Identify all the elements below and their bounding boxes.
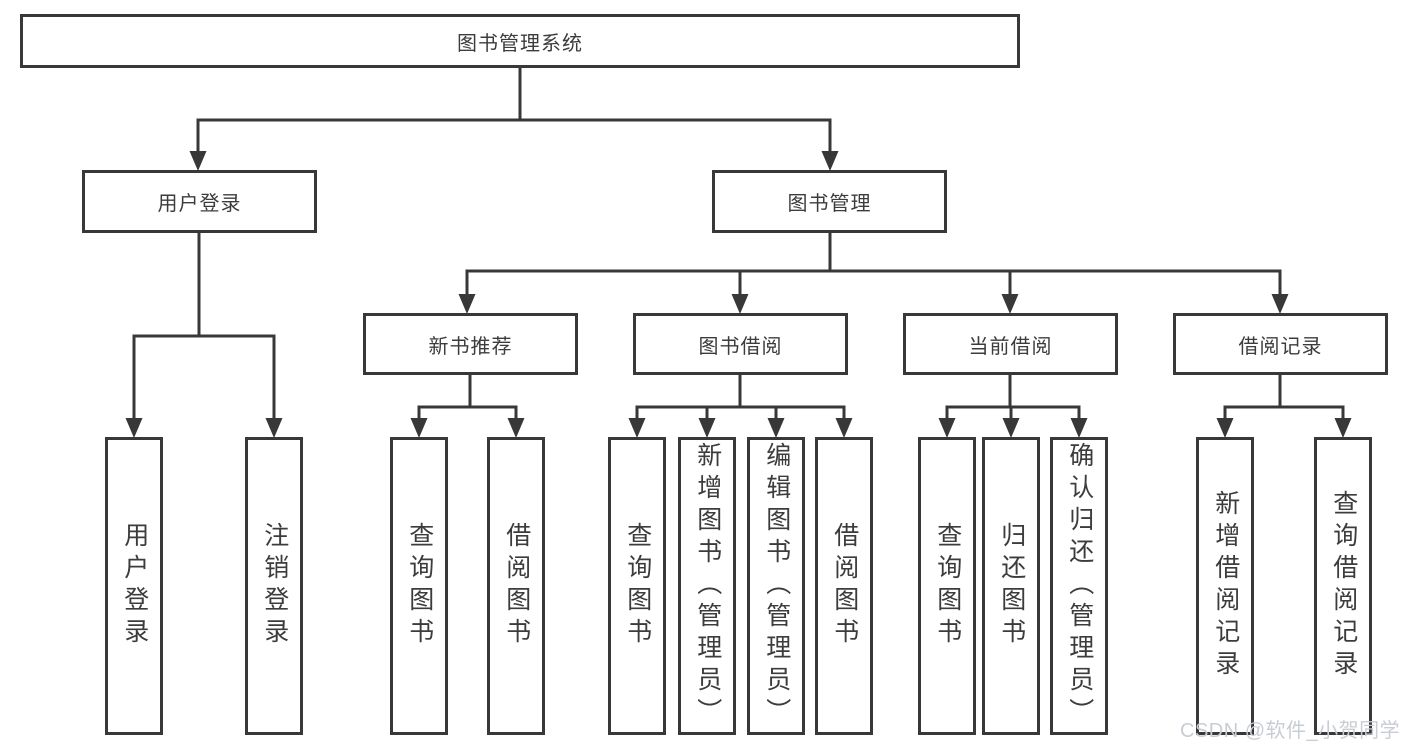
leaf-return-book: 归还图书 — [982, 437, 1040, 735]
leaf-return-book-label: 归还图书 — [997, 522, 1026, 650]
arrowheads-user-login-leaves — [125, 418, 283, 438]
leaf-logout-label: 注销登录 — [260, 522, 289, 650]
connector-book-management-branch — [465, 233, 1282, 296]
connector-user-login-branch — [132, 233, 276, 420]
leaf-search-book-borrow-label: 查询图书 — [623, 522, 652, 650]
arrowheads-current-borrow — [938, 418, 1088, 438]
leaf-edit-book-admin: 编辑图书（管理员） — [747, 437, 805, 735]
arrowheads-book-borrow — [628, 418, 853, 438]
connector-current-borrow-branch — [945, 375, 1081, 420]
node-user-login: 用户登录 — [82, 170, 317, 233]
leaf-add-borrow-record-label: 新增借阅记录 — [1211, 490, 1240, 682]
connector-borrow-record-branch — [1223, 375, 1345, 420]
leaf-search-borrow-record: 查询借阅记录 — [1314, 437, 1372, 735]
node-current-borrow: 当前借阅 — [903, 313, 1118, 375]
connector-root-to-level2 — [196, 68, 832, 153]
arrowheads-borrow-record — [1216, 418, 1352, 438]
arrowheads-level3 — [458, 294, 1289, 314]
arrowheads-new-book-recommend — [410, 418, 525, 438]
leaf-add-book-admin: 新增图书（管理员） — [678, 437, 736, 735]
node-book-borrow: 图书借阅 — [633, 313, 848, 375]
leaf-user-login-label: 用户登录 — [120, 522, 149, 650]
leaf-search-book-current: 查询图书 — [918, 437, 976, 735]
node-user-login-label: 用户登录 — [157, 193, 242, 215]
connector-book-borrow-branch — [635, 375, 846, 420]
node-book-management-label: 图书管理 — [787, 193, 872, 215]
leaf-borrow-book-label: 借阅图书 — [830, 522, 859, 650]
leaf-search-book-recommend-label: 查询图书 — [405, 522, 434, 650]
leaf-search-book-borrow: 查询图书 — [608, 437, 666, 735]
leaf-borrow-book-recommend-label: 借阅图书 — [502, 522, 531, 650]
leaf-borrow-book: 借阅图书 — [815, 437, 873, 735]
node-new-book-recommend: 新书推荐 — [363, 313, 578, 375]
leaf-edit-book-admin-label: 编辑图书（管理员） — [762, 442, 791, 730]
leaf-search-book-current-label: 查询图书 — [933, 522, 962, 650]
leaf-confirm-return-admin: 确认归还（管理员） — [1050, 437, 1108, 735]
node-library-system: 图书管理系统 — [20, 14, 1020, 68]
leaf-search-borrow-record-label: 查询借阅记录 — [1329, 490, 1358, 682]
arrowheads-level2 — [189, 151, 839, 171]
leaf-search-book-recommend: 查询图书 — [390, 437, 448, 735]
node-current-borrow-label: 当前借阅 — [968, 335, 1053, 358]
node-book-borrow-label: 图书借阅 — [698, 335, 783, 358]
connector-new-book-recommend-branch — [417, 375, 518, 420]
leaf-user-login: 用户登录 — [105, 437, 163, 735]
leaf-add-book-admin-label: 新增图书（管理员） — [693, 442, 722, 730]
leaf-add-borrow-record: 新增借阅记录 — [1196, 437, 1254, 735]
leaf-logout: 注销登录 — [245, 437, 303, 735]
node-book-management: 图书管理 — [712, 170, 947, 233]
watermark: CSDN @软件_小贺同学 — [1180, 720, 1401, 742]
node-new-book-recommend-label: 新书推荐 — [428, 335, 513, 358]
leaf-borrow-book-recommend: 借阅图书 — [487, 437, 545, 735]
node-borrow-record: 借阅记录 — [1173, 313, 1388, 375]
node-library-system-label: 图书管理系统 — [457, 32, 583, 55]
node-borrow-record-label: 借阅记录 — [1238, 335, 1323, 358]
leaf-confirm-return-admin-label: 确认归还（管理员） — [1065, 442, 1094, 730]
